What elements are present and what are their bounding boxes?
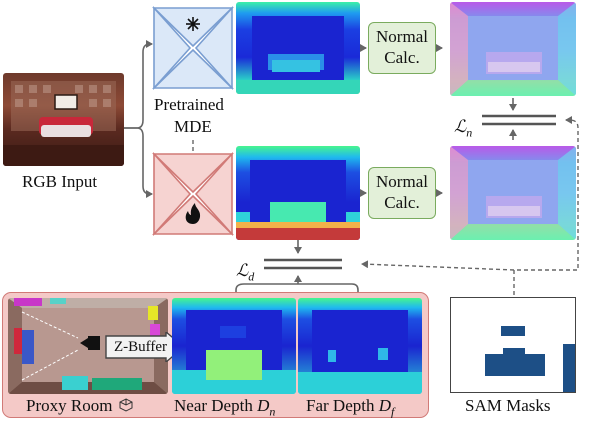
rgb-to-finetuned-arrow (124, 127, 153, 198)
zbuffer-label: Z-Buffer (114, 339, 168, 355)
loss-depth-label: ℒd (236, 262, 254, 285)
sam-masks-image (450, 297, 576, 393)
normal-calc-top-line2: Calc. (384, 48, 420, 67)
finetuned-normal-map (450, 146, 576, 240)
near-depth-subscript: n (269, 404, 276, 419)
mde-label: MDE (174, 117, 212, 136)
sam-to-loss-normal-dashed-arrow (513, 116, 579, 295)
far-depth-subscript: f (391, 404, 395, 419)
sam-to-loss-depth-dashed-arrow (361, 260, 515, 271)
loss-normal-label: ℒn (454, 118, 472, 141)
near-depth-label: Near Depth Dn (174, 397, 275, 420)
proxy-room-label: Proxy Room (26, 397, 133, 415)
proxy-room-render (8, 298, 168, 394)
proxy-room-text: Proxy Room (26, 396, 113, 415)
near-depth-map (172, 298, 296, 394)
pretrained-depth-map (236, 2, 360, 94)
cube-icon (119, 398, 133, 412)
rgb-input-image (3, 73, 124, 166)
loss-depth-subscript: d (248, 269, 255, 284)
far-depth-var: D (378, 396, 391, 415)
far-depth-label: Far Depth Df (306, 397, 394, 420)
snowflake-icon (186, 17, 200, 31)
pretrained-mde-encoder (152, 6, 234, 90)
finetuned-mde-encoder (152, 152, 234, 236)
sam-masks-label: SAM Masks (465, 396, 551, 415)
pretrained-normal-map (450, 2, 576, 96)
flame-icon (185, 203, 201, 224)
normal-calc-bottom: Normal Calc. (368, 167, 436, 219)
normal-calc-bottom-line2: Calc. (384, 193, 420, 212)
normal-calc-top: Normal Calc. (368, 22, 436, 74)
normal-calc-bottom-line1: Normal (376, 172, 428, 191)
near-depth-var: D (257, 396, 270, 415)
rgb-to-mde-arrow (124, 40, 153, 129)
loss-normal-subscript: n (466, 125, 473, 140)
rgb-input-label: RGB Input (22, 172, 98, 191)
far-depth-text: Far Depth (306, 396, 379, 415)
loss-normal-symbol: ℒ (454, 117, 467, 136)
far-depth-map (298, 298, 422, 394)
finetuned-depth-map (236, 146, 360, 240)
pretrained-label: Pretrained (154, 95, 224, 114)
loss-depth-symbol: ℒ (236, 261, 249, 280)
normal-calc-top-line1: Normal (376, 27, 428, 46)
near-depth-text: Near Depth (174, 396, 258, 415)
